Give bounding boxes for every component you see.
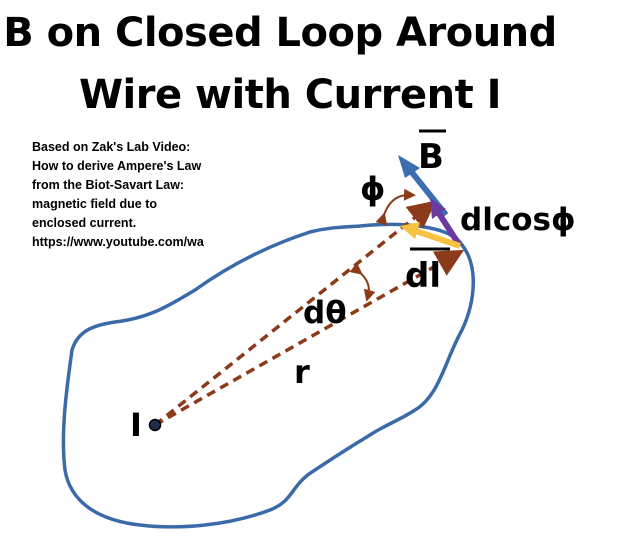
title-line-2: Wire with Current I: [78, 72, 502, 118]
caption-line: https://www.youtube.com/wa: [32, 235, 204, 249]
caption-line: How to derive Ampere's Law: [32, 159, 202, 173]
label-b: B: [418, 137, 444, 177]
source-caption: Based on Zak's Lab Video: How to derive …: [32, 138, 232, 252]
current-wire-dot: [148, 418, 162, 432]
b-field-arrow-head: [398, 155, 420, 178]
caption-line: magnetic field due to: [32, 197, 158, 211]
label-dl: dl: [405, 256, 441, 296]
dl-arrow-shaft: [415, 228, 461, 249]
title-line-1: B on Closed Loop Around: [3, 10, 557, 56]
label-dlcosphi: dlcosϕ: [460, 202, 576, 238]
caption-line: enclosed current.: [32, 216, 137, 230]
caption-line: from the Biot-Savart Law:: [32, 178, 185, 192]
phi-arc: [375, 188, 416, 226]
radius-line-r-plus-dr: [153, 200, 437, 427]
label-phi: ϕ: [360, 170, 385, 208]
label-dtheta: dθ: [303, 295, 347, 331]
caption-line: Based on Zak's Lab Video:: [32, 140, 191, 154]
dlcos-arrow-head: [430, 198, 446, 219]
dl-arrow-head: [400, 222, 420, 239]
radius-line-r: [154, 249, 465, 427]
dtheta-arc: [349, 262, 376, 302]
closed-loop: [61, 222, 475, 529]
label-r: r: [294, 353, 310, 391]
label-current-i: I: [130, 406, 142, 444]
dlcos-arrow-shaft: [435, 210, 463, 248]
